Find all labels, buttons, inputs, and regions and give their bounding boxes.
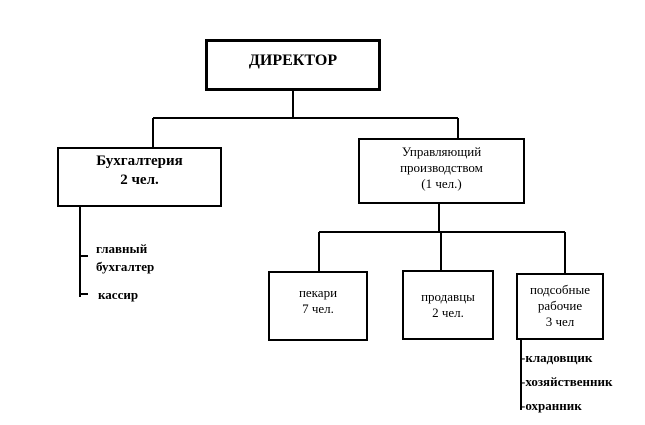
auxiliary-title-line2: рабочие bbox=[537, 298, 583, 313]
auxiliary-title-line1: подсобные bbox=[529, 282, 591, 297]
bakers-count: 7 чел. bbox=[302, 301, 334, 316]
sellers-box: продавцы 2 чел. bbox=[402, 270, 494, 340]
accounting-title: Бухгалтерия bbox=[96, 153, 183, 169]
director-box: ДИРЕКТОР bbox=[205, 39, 381, 91]
bakers-title: пекари bbox=[298, 285, 338, 300]
handyman-label: -хозяйственник bbox=[521, 374, 613, 389]
production-manager-count: (1 чел.) bbox=[421, 176, 462, 191]
production-manager-line2: производством bbox=[400, 160, 483, 175]
production-manager-line1: Управляющий bbox=[401, 144, 482, 159]
accounting-count: 2 чел. bbox=[120, 172, 159, 188]
cashier-label: кассир bbox=[98, 287, 139, 302]
production-manager-box: Управляющий производством (1 чел.) bbox=[358, 138, 525, 204]
storekeeper-label: -кладовщик bbox=[521, 350, 593, 365]
auxiliary-workers-box: подсобные рабочие 3 чел bbox=[516, 273, 604, 340]
guard-label: -охранник bbox=[521, 398, 582, 413]
sellers-count: 2 чел. bbox=[432, 305, 464, 320]
bakers-box: пекари 7 чел. bbox=[268, 271, 368, 341]
chief-accountant-line2: бухгалтер bbox=[96, 259, 155, 274]
accounting-box: Бухгалтерия 2 чел. bbox=[57, 147, 222, 207]
sellers-title: продавцы bbox=[421, 289, 475, 304]
director-label: ДИРЕКТОР bbox=[248, 52, 338, 69]
chief-accountant-line1: главный bbox=[96, 241, 148, 256]
auxiliary-count: 3 чел bbox=[545, 314, 575, 329]
